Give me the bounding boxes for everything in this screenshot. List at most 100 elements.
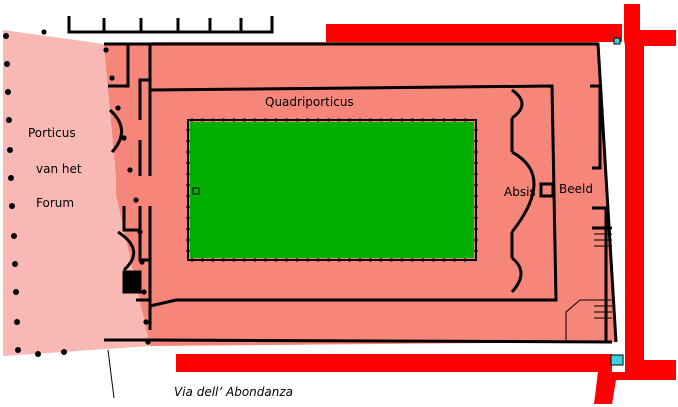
street-south	[176, 354, 612, 372]
column-dot	[115, 105, 121, 111]
column-dot	[242, 118, 247, 122]
column-dot	[11, 233, 17, 239]
label-street: Via dell’ Abondanza	[174, 385, 293, 399]
column-dot	[410, 258, 415, 262]
column-dot	[186, 238, 190, 242]
column-dot	[263, 118, 268, 122]
column-dot	[295, 258, 299, 262]
column-dot	[400, 258, 404, 262]
label-quadriporticus: Quadriporticus	[265, 95, 354, 109]
column-dot	[358, 258, 362, 262]
column-dot	[274, 258, 278, 262]
column-dot	[452, 118, 457, 122]
column-dot	[186, 128, 190, 132]
column-dot	[232, 258, 236, 262]
west-apse-upper	[108, 108, 123, 154]
street-wall-line	[107, 349, 115, 399]
column-dot	[295, 118, 299, 122]
column-dot	[232, 118, 236, 122]
column-dot	[12, 261, 18, 267]
column-dot	[400, 118, 404, 122]
column-dot	[9, 203, 15, 209]
column-dot	[186, 183, 190, 187]
column-dot	[389, 258, 394, 262]
west-room-5	[122, 206, 140, 232]
column-dot	[186, 227, 190, 231]
label-porticus-line1: Porticus	[28, 126, 76, 140]
column-dot	[474, 216, 478, 220]
column-dot	[474, 194, 478, 198]
column-dot	[141, 289, 147, 295]
column-dot	[137, 229, 143, 235]
west-apse-lower	[117, 230, 135, 272]
column-dot	[389, 118, 394, 122]
column-dot	[221, 258, 226, 262]
column-dot	[133, 197, 139, 203]
column-dot	[368, 258, 373, 262]
east-apse-main	[510, 150, 536, 233]
outer-wall-south	[104, 338, 613, 344]
column-dot	[200, 118, 205, 122]
column-dot	[474, 183, 478, 187]
walls	[67, 16, 618, 344]
column-dot	[211, 258, 215, 262]
label-porticus-line2: van het	[36, 162, 82, 176]
column-dot	[5, 89, 11, 95]
column-dot	[337, 118, 341, 122]
column-dot	[284, 118, 289, 122]
label-beeld: Beeld	[559, 182, 593, 196]
column-dot	[3, 33, 9, 39]
column-dot	[347, 258, 352, 262]
column-dot	[474, 139, 478, 143]
column-dot	[103, 47, 109, 53]
outer-wall-north	[104, 42, 618, 343]
street-network	[176, 4, 676, 404]
column-dot	[121, 135, 127, 141]
column-dot	[145, 339, 151, 345]
column-dot	[186, 150, 190, 154]
column-dot	[337, 258, 341, 262]
column-dot	[474, 172, 478, 176]
column-dot	[8, 175, 14, 181]
column-dot	[463, 258, 467, 262]
cistern-south	[610, 354, 624, 366]
garden-feature	[192, 187, 200, 195]
garden-colonnade	[186, 118, 478, 262]
column-dot	[316, 258, 320, 262]
column-dot	[200, 258, 205, 262]
column-dot	[242, 258, 247, 262]
column-dot	[452, 258, 457, 262]
west-room-1	[104, 42, 130, 88]
column-dot	[186, 205, 190, 209]
column-dot	[421, 258, 425, 262]
column-dot	[190, 258, 194, 262]
column-dot	[139, 259, 145, 265]
column-dot	[442, 118, 446, 122]
column-dot	[211, 118, 215, 122]
column-dot	[263, 258, 268, 262]
column-dot	[431, 118, 436, 122]
column-dot	[463, 118, 467, 122]
column-dot	[186, 194, 190, 198]
column-dot	[474, 150, 478, 154]
stairs	[107, 233, 612, 399]
column-dot	[15, 347, 21, 353]
column-dot	[14, 319, 20, 325]
column-dot	[127, 167, 133, 173]
garden	[190, 122, 474, 258]
statue-room	[590, 84, 602, 170]
column-dot	[186, 249, 190, 253]
column-dot	[474, 128, 478, 132]
column-dot	[431, 258, 436, 262]
column-dot	[474, 238, 478, 242]
column-dot	[13, 289, 19, 295]
column-dot	[442, 258, 446, 262]
column-dot	[410, 118, 415, 122]
label-absis: Absis	[504, 185, 536, 199]
column-dot	[474, 249, 478, 253]
column-dot	[186, 139, 190, 143]
column-dot	[143, 319, 149, 325]
column-dot	[186, 161, 190, 165]
column-dot	[474, 205, 478, 209]
